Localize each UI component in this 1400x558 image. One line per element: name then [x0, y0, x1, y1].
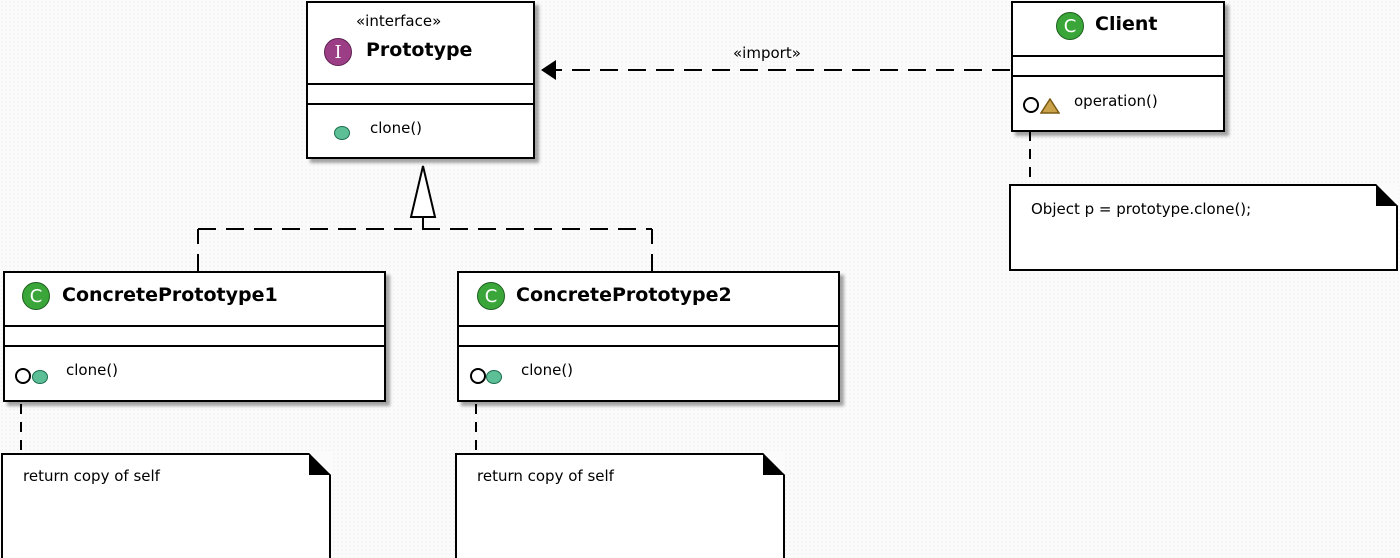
concrete2-header: C ConcretePrototype2 — [459, 273, 838, 327]
concrete-prototype2-class[interactable]: C ConcretePrototype2 clone() — [457, 271, 840, 402]
public-method-icon — [32, 370, 48, 384]
concrete2-lollipop-icon — [470, 368, 486, 384]
concrete1-attributes — [5, 327, 384, 347]
class-icon: C — [1056, 12, 1084, 40]
prototype-clone-method: clone() — [370, 119, 423, 137]
import-arrowhead — [541, 60, 556, 80]
client-operation-method: operation() — [1074, 92, 1158, 110]
concrete1-clone-method: clone() — [66, 361, 119, 379]
prototype-name: Prototype — [366, 39, 473, 61]
realization-arrowhead — [409, 165, 437, 218]
concrete2-attributes — [459, 327, 838, 347]
import-label: «import» — [733, 44, 801, 62]
concrete2-name: ConcretePrototype2 — [516, 284, 732, 306]
public-method-icon — [334, 126, 350, 140]
prototype-attributes — [308, 85, 533, 105]
interface-icon: I — [324, 38, 352, 66]
concrete-prototype1-class[interactable]: C ConcretePrototype1 clone() — [3, 271, 386, 402]
concrete2-clone-method: clone() — [521, 361, 574, 379]
class-icon: C — [22, 282, 50, 310]
prototype-interface[interactable]: «interface» I Prototype clone() — [306, 1, 535, 159]
client-note-text: Object p = prototype.clone(); — [1031, 200, 1252, 218]
client-name: Client — [1095, 13, 1158, 35]
concrete1-note-text: return copy of self — [23, 467, 160, 485]
public-method-icon — [486, 370, 502, 384]
client-note: Object p = prototype.clone(); — [1009, 184, 1398, 271]
protected-method-icon — [1040, 98, 1060, 114]
concrete2-note-text: return copy of self — [477, 467, 614, 485]
client-attributes — [1013, 57, 1223, 77]
client-lollipop-icon — [1023, 97, 1039, 113]
note-fold-icon — [1376, 184, 1398, 206]
concrete2-note: return copy of self — [455, 453, 785, 558]
concrete1-name: ConcretePrototype1 — [62, 284, 278, 306]
class-icon: C — [477, 282, 505, 310]
concrete1-header: C ConcretePrototype1 — [5, 273, 384, 327]
note-fold-icon — [309, 453, 331, 475]
prototype-stereotype: «interface» — [356, 12, 442, 30]
note-fold-icon — [763, 453, 785, 475]
concrete1-note: return copy of self — [1, 453, 331, 558]
prototype-header: «interface» I Prototype — [308, 3, 533, 85]
client-header: C Client — [1013, 3, 1223, 57]
client-class[interactable]: C Client operation() — [1011, 1, 1225, 132]
concrete1-lollipop-icon — [15, 368, 31, 384]
